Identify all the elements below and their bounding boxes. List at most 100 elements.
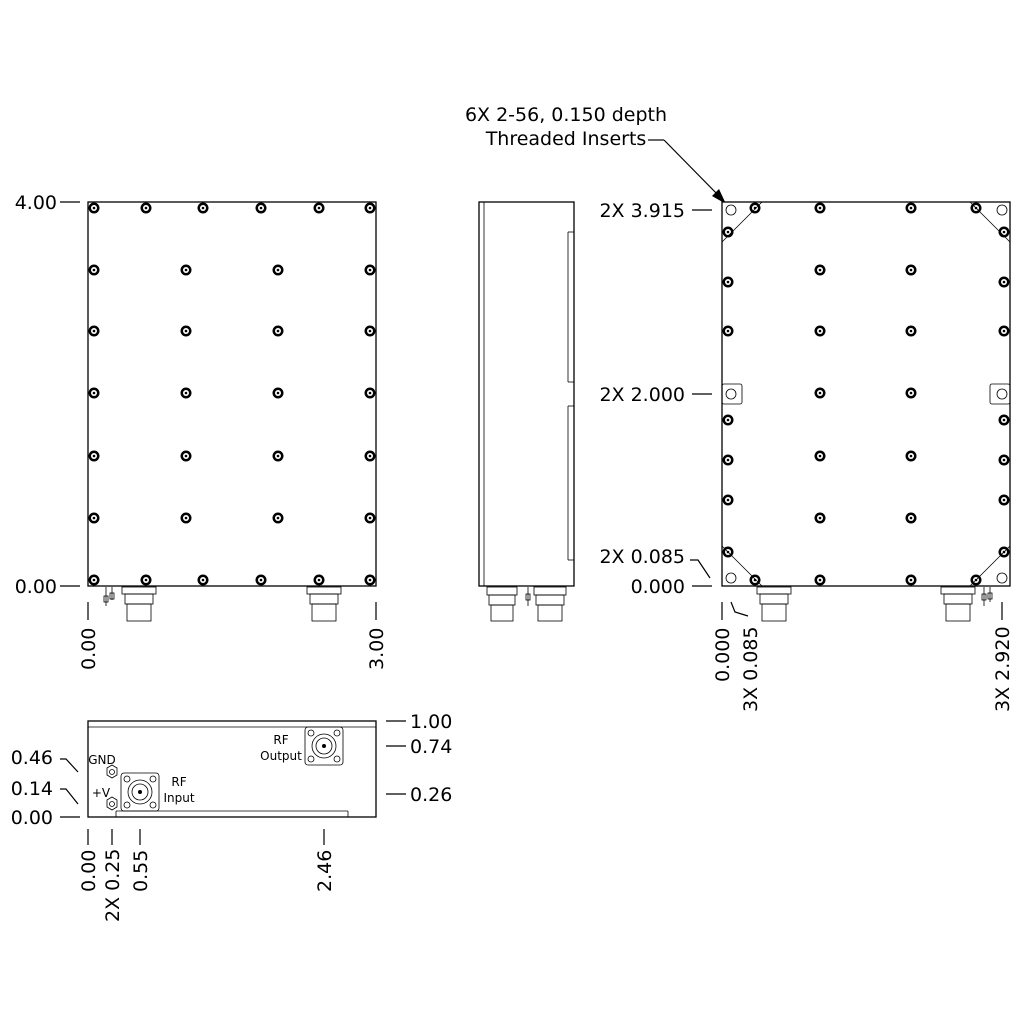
screw-head bbox=[255, 202, 267, 214]
screw-head bbox=[364, 387, 376, 399]
threaded-insert bbox=[996, 204, 1008, 216]
back-connector-right bbox=[940, 586, 993, 622]
screw-head bbox=[722, 325, 734, 337]
v-label: +V bbox=[92, 786, 111, 800]
screw-head bbox=[905, 202, 917, 214]
side-connector-left bbox=[486, 586, 518, 622]
screw-head bbox=[180, 325, 192, 337]
dim-end-left-046: 0.46 bbox=[11, 747, 53, 769]
screw-head bbox=[722, 226, 734, 238]
screw-head bbox=[905, 325, 917, 337]
front-view: 4.00 0.00 0.00 3.00 bbox=[15, 192, 388, 670]
dim-end-bottom-246: 2.46 bbox=[314, 850, 336, 892]
screw-head bbox=[364, 202, 376, 214]
screw-head bbox=[998, 494, 1010, 506]
back-connector-left bbox=[756, 586, 792, 622]
side-view-body bbox=[478, 201, 575, 587]
screw-head bbox=[272, 264, 284, 276]
screw-head bbox=[180, 512, 192, 524]
screw-head bbox=[180, 450, 192, 462]
screw-head bbox=[722, 494, 734, 506]
end-view: RF Input RF Output GND +V 1.00 bbox=[11, 711, 453, 922]
gnd-label: GND bbox=[88, 753, 116, 767]
screw-head bbox=[364, 325, 376, 337]
dim-end-right-100: 1.00 bbox=[410, 711, 452, 733]
threaded-insert bbox=[725, 204, 737, 216]
dim-end-left-014: 0.14 bbox=[11, 778, 53, 800]
v-pin bbox=[106, 796, 118, 811]
screw-head bbox=[197, 574, 209, 586]
dim-back-y-3915: 2X 3.915 bbox=[599, 200, 685, 222]
dim-end-right-074: 0.74 bbox=[410, 736, 452, 758]
screw-head bbox=[814, 512, 826, 524]
screw-head bbox=[814, 264, 826, 276]
screw-head bbox=[722, 454, 734, 466]
screw-head bbox=[905, 574, 917, 586]
front-rf-output-connector bbox=[306, 586, 342, 622]
front-view-screws bbox=[88, 202, 376, 586]
screw-head bbox=[905, 264, 917, 276]
callout-leader bbox=[663, 139, 723, 200]
dim-end-left-000: 0.00 bbox=[11, 807, 53, 829]
screw-head bbox=[88, 264, 100, 276]
dim-front-x-right: 3.00 bbox=[366, 628, 388, 670]
dim-end-bottom-055: 0.55 bbox=[130, 850, 152, 892]
callout-line-1: 6X 2-56, 0.150 depth bbox=[465, 104, 667, 126]
screw-head bbox=[197, 202, 209, 214]
screw-head bbox=[272, 325, 284, 337]
rf-input-label-2: Input bbox=[163, 791, 194, 805]
screw-head bbox=[140, 202, 152, 214]
dim-end-bottom-000: 0.00 bbox=[78, 850, 100, 892]
screw-head bbox=[180, 264, 192, 276]
dim-front-x-left: 0.00 bbox=[78, 628, 100, 670]
screw-head bbox=[905, 512, 917, 524]
screw-head bbox=[364, 450, 376, 462]
screw-head bbox=[364, 574, 376, 586]
callout-arrowhead bbox=[712, 189, 726, 204]
gnd-pin bbox=[106, 764, 118, 779]
callout-line-2: Threaded Inserts bbox=[485, 128, 647, 150]
back-view-screws bbox=[722, 202, 1010, 586]
screw-head bbox=[905, 450, 917, 462]
screw-head bbox=[88, 325, 100, 337]
dim-back-x-0000: 0.000 bbox=[712, 628, 734, 682]
corner-chamfer-tl bbox=[721, 201, 763, 243]
screw-head bbox=[88, 574, 100, 586]
rf-input-label-1: RF bbox=[171, 775, 186, 789]
screw-head bbox=[722, 414, 734, 426]
dim-front-y-bottom: 0.00 bbox=[15, 576, 57, 598]
dim-back-y-0085: 2X 0.085 bbox=[599, 546, 685, 568]
screw-head bbox=[722, 276, 734, 288]
screw-head bbox=[140, 574, 152, 586]
rf-output-label-2: Output bbox=[260, 749, 302, 763]
screw-head bbox=[905, 387, 917, 399]
screw-head bbox=[998, 414, 1010, 426]
dim-end-right-026: 0.26 bbox=[410, 784, 452, 806]
screw-head bbox=[998, 276, 1010, 288]
dim-back-y-0000: 0.000 bbox=[631, 576, 685, 598]
screw-head bbox=[255, 574, 267, 586]
threaded-insert bbox=[725, 572, 737, 584]
screw-head bbox=[814, 574, 826, 586]
threaded-insert bbox=[989, 383, 1011, 405]
screw-head bbox=[272, 387, 284, 399]
front-view-body bbox=[87, 201, 377, 587]
rf-output-connector bbox=[304, 726, 344, 766]
screw-head bbox=[364, 512, 376, 524]
corner-chamfer-tr bbox=[969, 201, 1011, 243]
end-view-body bbox=[87, 720, 377, 818]
screw-head bbox=[88, 450, 100, 462]
threaded-insert bbox=[721, 383, 743, 405]
dim-back-x-0085: 3X 0.085 bbox=[740, 626, 762, 712]
side-view bbox=[478, 201, 575, 622]
screw-head bbox=[272, 450, 284, 462]
screw-head bbox=[749, 202, 761, 214]
threaded-insert bbox=[996, 572, 1008, 584]
screw-head bbox=[364, 264, 376, 276]
screw-head bbox=[749, 574, 761, 586]
screw-head bbox=[88, 512, 100, 524]
screw-head bbox=[998, 454, 1010, 466]
dim-front-y-top: 4.00 bbox=[15, 192, 57, 214]
side-connector-right bbox=[525, 586, 567, 622]
